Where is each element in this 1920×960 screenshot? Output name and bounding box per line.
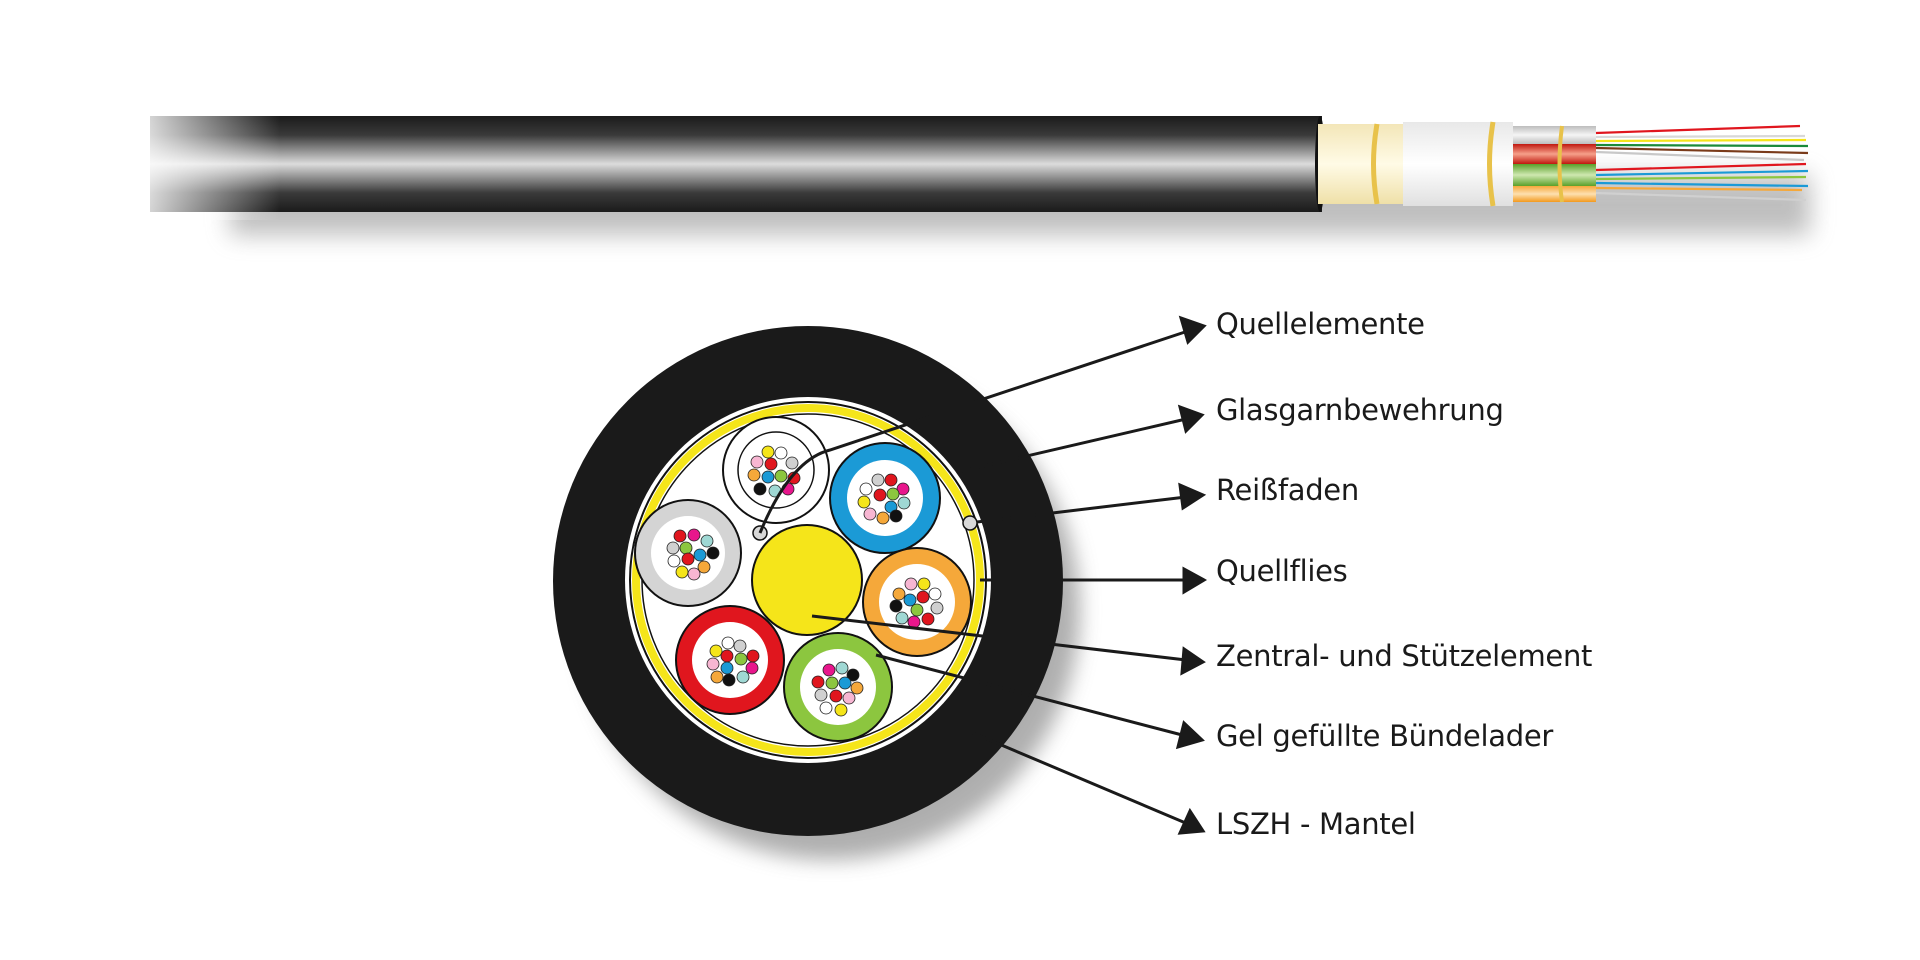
label-glasgarnbewehrung: Glasgarnbewehrung bbox=[1216, 393, 1504, 427]
label-mantel: LSZH - Mantel bbox=[1216, 807, 1416, 841]
swelling-fleece-side bbox=[1403, 122, 1513, 206]
rip-cord-2 bbox=[962, 515, 978, 531]
label-quellelemente: Quellelemente bbox=[1216, 307, 1425, 341]
label-buendelader: Gel gefüllte Bündelader bbox=[1216, 719, 1553, 753]
glass-yarn-armour-side bbox=[1318, 124, 1403, 204]
central-strength-member bbox=[751, 524, 863, 636]
fibers-side bbox=[1595, 124, 1809, 202]
loose-tube-green bbox=[783, 632, 893, 742]
label-quellflies: Quellflies bbox=[1216, 554, 1348, 588]
loose-tube-orange bbox=[862, 547, 972, 657]
leader-lines bbox=[758, 315, 1208, 835]
label-zentralelement: Zentral- und Stützelement bbox=[1216, 639, 1593, 673]
loose-tube-white bbox=[722, 416, 830, 524]
outer-jacket-side bbox=[150, 116, 1322, 212]
label-reissfaden: Reißfaden bbox=[1216, 473, 1359, 507]
